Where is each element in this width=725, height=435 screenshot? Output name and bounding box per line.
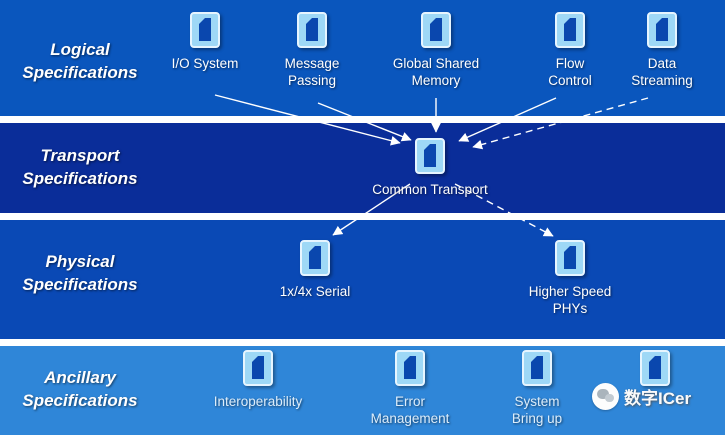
document-icon-sheet [309,246,321,269]
physical-item-higher-speed-phys: Higher Speed PHYs [515,240,625,317]
document-icon [522,350,552,386]
wechat-icon [592,383,619,410]
document-icon [647,12,677,48]
document-icon [555,12,585,48]
item-label: Data Streaming [631,56,693,88]
document-icon-sheet [531,356,543,379]
physical-layer-title: Physical Specifications [0,250,160,296]
item-label: Interoperability [213,394,303,409]
physical-band [0,220,725,339]
ancillary-title-line1: Ancillary [44,368,116,387]
item-label: Higher Speed PHYs [528,284,612,316]
logical-title-line2: Specifications [22,63,138,82]
item-label: Common Transport [372,182,488,197]
physical-title-line1: Physical [45,252,115,271]
transport-item-common-transport: Common Transport [350,138,510,198]
item-label: Message Passing [284,56,340,88]
item-label: I/O System [171,56,239,71]
item-label: 1x/4x Serial [279,284,351,299]
logical-layer-title: Logical Specifications [0,38,160,84]
item-label: Global Shared Memory [392,56,480,88]
physical-title-line2: Specifications [22,275,138,294]
ancillary-item-interoperability: Interoperability [193,350,323,410]
document-icon-sheet [564,18,576,41]
document-icon [555,240,585,276]
document-icon-sheet [649,356,661,379]
logical-item-message-passing: Message Passing [267,12,357,89]
item-label: Flow Control [548,56,592,88]
ancillary-title-line2: Specifications [22,391,138,410]
transport-title-line1: Transport [40,146,120,165]
document-icon-sheet [424,144,436,167]
logical-item-io-system: I/O System [155,12,255,72]
document-icon [415,138,445,174]
document-icon-sheet [404,356,416,379]
watermark: 数字ICer [592,383,691,410]
logical-item-global-shared-memory: Global Shared Memory [376,12,496,89]
document-icon [421,12,451,48]
document-icon [395,350,425,386]
document-icon-sheet [306,18,318,41]
logical-title-line1: Logical [50,40,110,59]
ancillary-item-unlabeled [635,350,675,386]
document-icon-sheet [564,246,576,269]
item-label: System Bring up [511,394,563,426]
document-icon-sheet [252,356,264,379]
ancillary-item-error-management: Error Management [355,350,465,427]
watermark-text: 数字ICer [624,389,692,408]
document-icon [300,240,330,276]
document-icon [190,12,220,48]
ancillary-layer-title: Ancillary Specifications [0,366,160,412]
document-icon [243,350,273,386]
physical-item-serial: 1x/4x Serial [260,240,370,300]
transport-title-line2: Specifications [22,169,138,188]
document-icon-sheet [199,18,211,41]
document-icon [297,12,327,48]
document-icon-sheet [656,18,668,41]
transport-layer-title: Transport Specifications [0,144,160,190]
document-icon-sheet [430,18,442,41]
item-label: Error Management [370,394,450,426]
logical-item-data-streaming: Data Streaming [622,12,702,89]
document-icon [640,350,670,386]
ancillary-item-system-bring-up: System Bring up [497,350,577,427]
logical-item-flow-control: Flow Control [535,12,605,89]
